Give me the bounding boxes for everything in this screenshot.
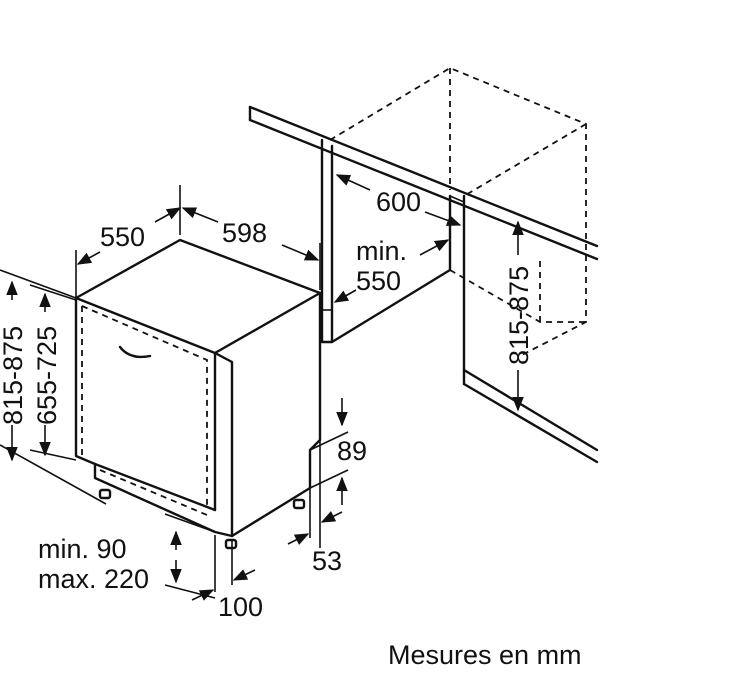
depth-label: 550 (100, 222, 145, 252)
inner-height-label: 655-725 (32, 326, 62, 425)
niche-height-label: 815-875 (504, 266, 534, 365)
niche-width-dimension (335, 174, 462, 226)
feet-offset-dimension (191, 535, 256, 601)
plinth-depth-label: 53 (312, 546, 342, 576)
plinth-height-label: 89 (337, 436, 367, 466)
depth-dimension (75, 185, 182, 298)
feet-height-dimension (164, 513, 216, 599)
niche-depth-dimension (333, 239, 450, 303)
inner-height-dimension (29, 284, 77, 461)
outer-height-label: 815-875 (0, 326, 28, 425)
plinth-height-dimension (309, 398, 349, 505)
installation-niche (248, 66, 599, 464)
feet-offset-label: 100 (218, 592, 263, 622)
plinth-depth-dimension (287, 440, 343, 548)
outer-height-dimension (0, 269, 107, 505)
niche-depth-min-text: min. (356, 236, 407, 266)
niche-width-label: 600 (376, 187, 421, 217)
dishwasher-body (74, 238, 322, 550)
width-label: 598 (222, 218, 267, 248)
feet-max-label: max. 220 (38, 564, 149, 594)
niche-depth-min-value: 550 (356, 266, 401, 296)
width-dimension (181, 207, 321, 290)
feet-min-label: min. 90 (38, 534, 127, 564)
units-caption: Mesures en mm (388, 640, 582, 670)
